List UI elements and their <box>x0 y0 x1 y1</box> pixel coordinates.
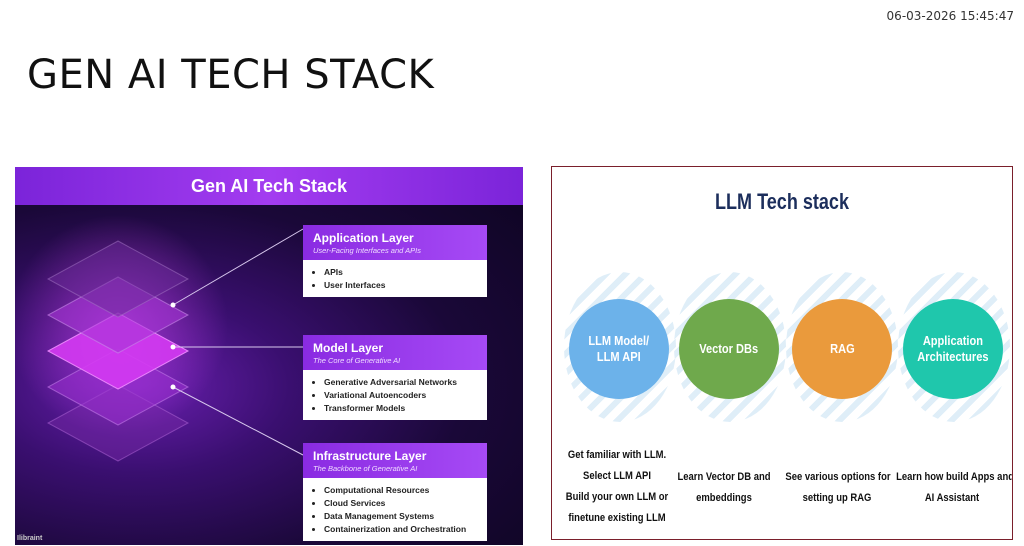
vector-db-circle: Vector DBs <box>679 299 779 399</box>
list-item: Data Management Systems <box>324 510 477 523</box>
list-item: Variational Autoencoders <box>324 389 477 402</box>
brand-logo-text: Ilibraint <box>17 535 43 542</box>
gen-ai-header-bar <box>15 167 523 205</box>
card-subtitle: User-Facing Interfaces and APIs <box>313 246 421 255</box>
llm-model-circle: LLM Model/ LLM API <box>569 299 669 399</box>
application-layer-card: Application Layer User-Facing Interfaces… <box>303 225 487 297</box>
card-subtitle: The Core of Generative AI <box>313 356 401 365</box>
llm-tech-stack-image: LLM Tech stack LLM Model/ LLM API Vector… <box>551 166 1013 540</box>
card-title: Model Layer <box>313 341 384 355</box>
vector-db-description: Learn Vector DB and embeddings <box>677 471 771 504</box>
list-item: Transformer Models <box>324 402 477 415</box>
circle-label: Vector DBs <box>699 341 759 356</box>
timestamp: 06-03-2026 15:45:47 <box>886 9 1014 23</box>
card-title: Infrastructure Layer <box>313 449 427 463</box>
application-architectures-description: Learn how build Apps and AI Assistant <box>896 471 1013 504</box>
model-layer-card: Model Layer The Core of Generative AI Ge… <box>303 335 487 420</box>
slide-title: GEN AI TECH STACK <box>27 52 435 98</box>
stack-plate-top <box>46 240 190 318</box>
list-item: APIs <box>324 266 477 279</box>
circle-label: RAG <box>829 341 855 356</box>
rag-circle: RAG <box>792 299 892 399</box>
circle-label: Application Architectures <box>917 333 989 364</box>
infrastructure-layer-card: Infrastructure Layer The Backbone of Gen… <box>303 443 487 541</box>
list-item: Generative Adversarial Networks <box>324 376 477 389</box>
connector-infrastructure <box>172 386 304 456</box>
rag-description: See various options for setting up RAG <box>785 471 891 504</box>
gen-ai-tech-stack-image: Gen AI Tech Stack Application Layer User… <box>15 167 523 545</box>
connector-dot-infrastructure <box>170 384 176 390</box>
llm-title: LLM Tech stack <box>714 189 849 214</box>
connector-application <box>172 228 304 306</box>
connector-dot-application <box>170 302 176 308</box>
list-item: Cloud Services <box>324 497 477 510</box>
llm-model-description: Get familiar with LLM. Select LLM API Bu… <box>565 449 669 524</box>
list-item: User Interfaces <box>324 279 477 292</box>
application-architectures-circle: Application Architectures <box>903 299 1003 399</box>
connector-dot-model <box>170 344 176 350</box>
layer-stack-graphic <box>15 215 304 462</box>
circle-label: LLM Model/ LLM API <box>588 333 650 364</box>
gen-ai-title: Gen AI Tech Stack <box>190 176 348 196</box>
card-subtitle: The Backbone of Generative AI <box>313 464 418 473</box>
card-title: Application Layer <box>313 231 414 245</box>
list-item: Containerization and Orchestration <box>324 523 477 536</box>
list-item: Computational Resources <box>324 484 477 497</box>
